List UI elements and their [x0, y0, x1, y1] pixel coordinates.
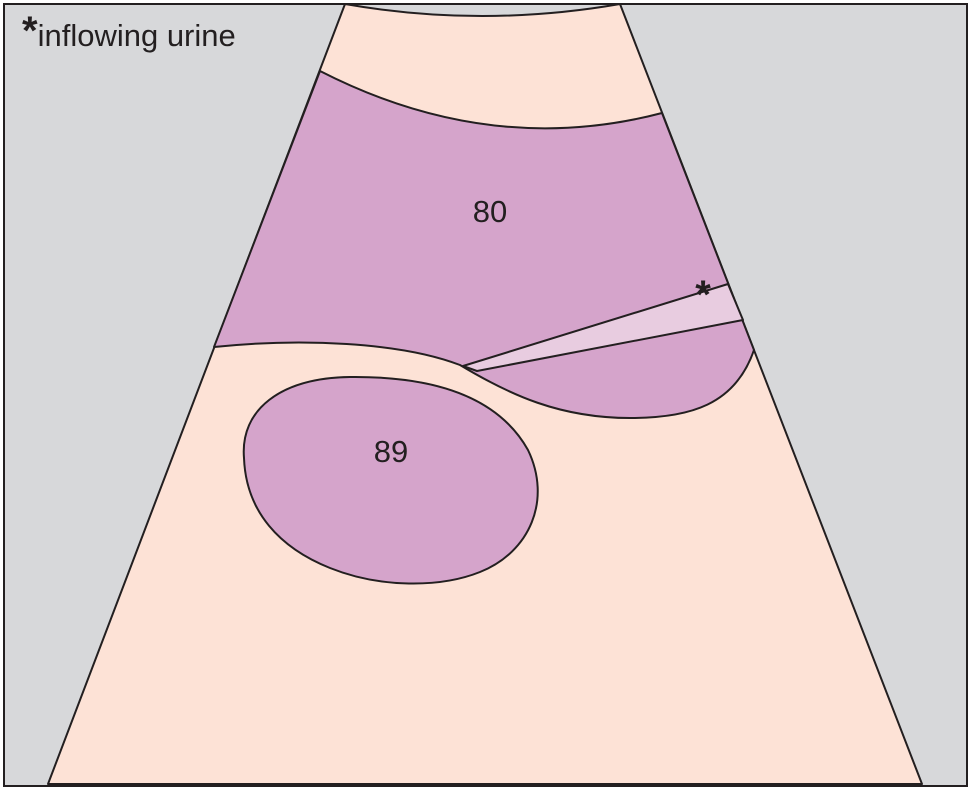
lower-structure	[242, 375, 539, 585]
lower-region-label: 89	[374, 434, 408, 469]
jet-marker: *	[695, 273, 711, 317]
urine-jet	[462, 283, 744, 372]
ultrasound-fan	[47, 3, 923, 785]
legend-text: inflowing urine	[38, 18, 236, 53]
legend-asterisk: *	[22, 9, 38, 53]
legend: *inflowing urine	[22, 9, 236, 53]
upper-region-label: 80	[473, 194, 507, 229]
